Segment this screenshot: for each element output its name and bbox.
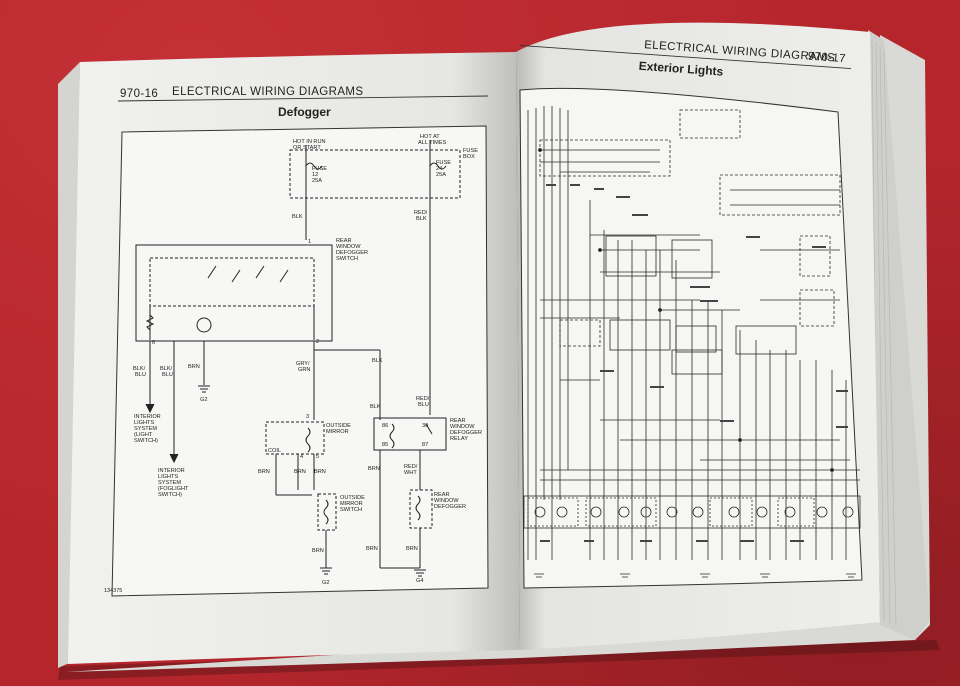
label-brn-d: BRN <box>368 466 380 472</box>
label-switch-2: WINDOW <box>336 244 361 250</box>
label-mirror-sw-1: OUTSIDE <box>340 495 365 501</box>
label-switch-3: DEFOGGER <box>336 250 368 256</box>
label-rear-def-2: WINDOW <box>434 498 459 504</box>
label-int-light-5: SWITCH) <box>134 438 158 444</box>
pin-2: 2 <box>316 339 319 345</box>
right-diagram-title: Exterior Lights <box>638 59 724 79</box>
label-fuse12-2: 12 <box>312 172 318 178</box>
pin-1: 1 <box>308 239 311 245</box>
label-brn-b: BRN <box>294 469 306 475</box>
defogger-diagram-frame <box>111 125 489 597</box>
label-brn-e: BRN <box>312 548 324 554</box>
label-mirror-sw-3: SWITCH <box>340 507 362 513</box>
label-red-wht-2: WHT <box>404 470 417 476</box>
label-int-light-1: INTERIOR <box>134 414 161 420</box>
label-int-fog-2: LIGHTS <box>158 474 178 480</box>
label-brn-g: BRN <box>406 546 418 552</box>
label-blk3: BLK <box>370 404 381 410</box>
label-red-blu-2: BLU <box>418 402 429 408</box>
label-relay-4: RELAY <box>450 436 468 442</box>
pin-4: 4 <box>300 454 303 460</box>
pin-30: 30 <box>422 423 428 429</box>
label-red-blk-1: RED/ <box>414 210 428 216</box>
left-diagram-title: Defogger <box>278 105 331 119</box>
label-int-fog-4: (FOGLIGHT <box>158 486 189 492</box>
label-fuse24-2: 24 <box>436 166 442 172</box>
book-shadow <box>58 640 940 680</box>
label-g2-bottom: G2 <box>322 580 329 586</box>
label-red-wht-1: RED/ <box>404 464 418 470</box>
pin-5: 5 <box>316 454 319 460</box>
label-relay-1: REAR <box>450 418 466 424</box>
label-gry-grn-2: GRN <box>298 367 310 373</box>
label-fuse24-3: 25A <box>436 172 446 178</box>
label-brn-c: BRN <box>314 469 326 475</box>
label-hot-all-1: HOT AT <box>420 134 440 140</box>
label-g4: G4 <box>416 578 423 584</box>
left-page-header: ELECTRICAL WIRING DIAGRAMS <box>172 86 363 98</box>
exterior-lights-fine-print <box>540 184 848 542</box>
label-hot-run-2: OR START <box>293 145 321 151</box>
pin-85: 85 <box>382 442 388 448</box>
label-int-fog-5: SWITCH) <box>158 492 182 498</box>
label-mirror-sw-2: MIRROR <box>340 501 363 507</box>
label-blk2: BLK <box>372 358 383 364</box>
label-blk-blu-b1: BLK/ <box>160 366 173 372</box>
label-fuse12-3: 25A <box>312 178 322 184</box>
label-g2: G2 <box>200 397 207 403</box>
label-fuse-box-1: FUSE <box>463 148 478 154</box>
label-hot-run-1: HOT IN RUN <box>293 139 326 145</box>
label-red-blk-2: BLK <box>416 216 427 222</box>
figure-id: 134375 <box>104 588 122 594</box>
left-page-number: 970-16 <box>120 88 158 100</box>
label-blk: BLK <box>292 214 303 220</box>
exterior-lights-diagram <box>523 106 861 578</box>
pin-86: 86 <box>382 423 388 429</box>
label-rear-def-1: REAR <box>434 492 450 498</box>
label-relay-3: DEFOGGER <box>450 430 482 436</box>
label-gry-grn-1: GRY/ <box>296 361 310 367</box>
label-int-light-3: SYSTEM <box>134 426 157 432</box>
label-blk-blu-a1: BLK/ <box>133 366 146 372</box>
label-mirror-1: OUTSIDE <box>326 423 351 429</box>
label-int-light-4: (LIGHT <box>134 432 153 438</box>
label-int-light-2: LIGHTS <box>134 420 154 426</box>
label-int-fog-1: INTERIOR <box>158 468 185 474</box>
label-rear-def-3: DEFOGGER <box>434 504 466 510</box>
label-brn-a: BRN <box>258 469 270 475</box>
label-blk-blu-a2: BLU <box>135 372 146 378</box>
label-brn-f: BRN <box>366 546 378 552</box>
exterior-lights-diagram-frame <box>519 87 863 589</box>
defogger-labels: HOT IN RUN OR START HOT AT ALL TIMES FUS… <box>133 134 482 586</box>
label-red-blu-1: RED/ <box>416 396 430 402</box>
right-page-number: 970-17 <box>807 51 846 66</box>
label-int-fog-3: SYSTEM <box>158 480 181 486</box>
label-switch-4: SWITCH <box>336 256 358 262</box>
pin-3: 3 <box>306 414 309 420</box>
label-coil: COIL <box>268 448 281 454</box>
pin-87: 87 <box>422 442 428 448</box>
pin-6: 6 <box>152 340 155 346</box>
page-stack-right <box>868 30 930 640</box>
label-brn: BRN <box>188 364 200 370</box>
label-fuse-box-2: BOX <box>463 154 475 160</box>
label-relay-2: WINDOW <box>450 424 475 430</box>
label-mirror-2: MIRROR <box>326 429 349 435</box>
label-hot-all-2: ALL TIMES <box>418 140 447 146</box>
label-fuse12-1: FUSE <box>312 166 327 172</box>
defogger-diagram <box>135 140 461 577</box>
label-switch-1: REAR <box>336 238 352 244</box>
label-blk-blu-b2: BLU <box>162 372 173 378</box>
label-fuse24-1: FUSE <box>436 160 451 166</box>
